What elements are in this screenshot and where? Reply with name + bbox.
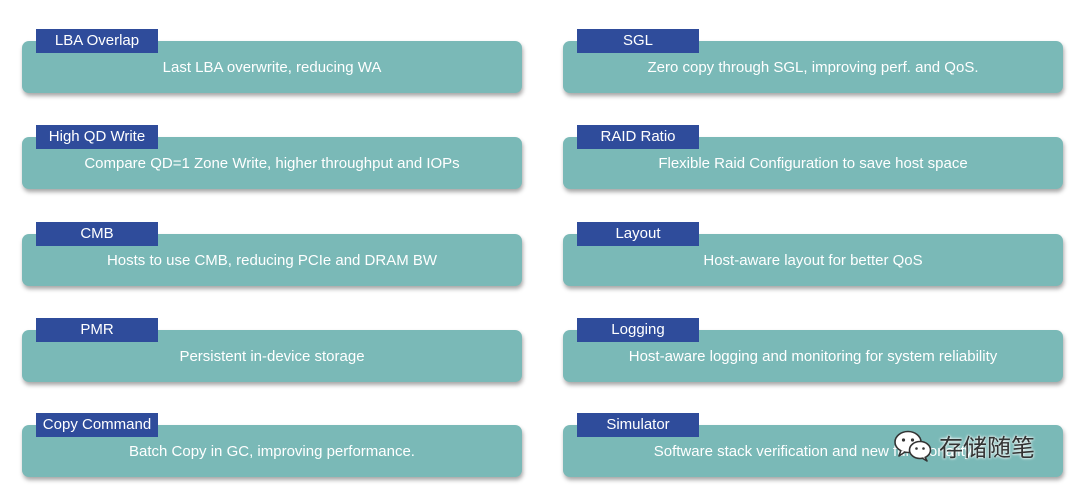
card-description: Host-aware logging and monitoring for sy… [628, 348, 998, 365]
feature-card-raid-ratio: Flexible Raid Configuration to save host… [563, 125, 1063, 189]
card-tag: SGL [577, 29, 699, 53]
feature-card-pmr: Persistent in-device storage PMR [22, 318, 522, 382]
card-tag: Layout [577, 222, 699, 246]
feature-card-logging: Host-aware logging and monitoring for sy… [563, 318, 1063, 382]
feature-card-copy-command: Batch Copy in GC, improving performance.… [22, 413, 522, 477]
card-description: Zero copy through SGL, improving perf. a… [647, 59, 979, 76]
card-tag: Simulator [577, 413, 699, 437]
card-description: Batch Copy in GC, improving performance. [129, 443, 415, 460]
feature-card-high-qd-write: Compare QD=1 Zone Write, higher throughp… [22, 125, 522, 189]
feature-card-sgl: Zero copy through SGL, improving perf. a… [563, 29, 1063, 93]
card-tag: Copy Command [36, 413, 158, 437]
card-tag: RAID Ratio [577, 125, 699, 149]
card-description: Hosts to use CMB, reducing PCIe and DRAM… [106, 252, 438, 269]
feature-card-lba-overlap: Last LBA overwrite, reducing WA LBA Over… [22, 29, 522, 93]
card-tag: PMR [36, 318, 158, 342]
card-tag: LBA Overlap [36, 29, 158, 53]
feature-card-cmb: Hosts to use CMB, reducing PCIe and DRAM… [22, 222, 522, 286]
card-description: Last LBA overwrite, reducing WA [162, 59, 382, 76]
card-tag: High QD Write [36, 125, 158, 149]
feature-card-layout: Host-aware layout for better QoS Layout [563, 222, 1063, 286]
card-description: Flexible Raid Configuration to save host… [658, 155, 968, 172]
wechat-icon [894, 430, 932, 462]
watermark: 存储随笔 [893, 428, 1035, 463]
card-tag: CMB [36, 222, 158, 246]
card-tag: Logging [577, 318, 699, 342]
feature-card-simulator: Software stack verification and new func… [563, 413, 1063, 477]
card-description: Software stack verification and new func… [653, 443, 973, 460]
card-description: Persistent in-device storage [179, 348, 365, 365]
card-description: Compare QD=1 Zone Write, higher throughp… [84, 155, 460, 172]
watermark-text: 存储随笔 [939, 434, 1035, 462]
card-description: Host-aware layout for better QoS [703, 252, 923, 269]
